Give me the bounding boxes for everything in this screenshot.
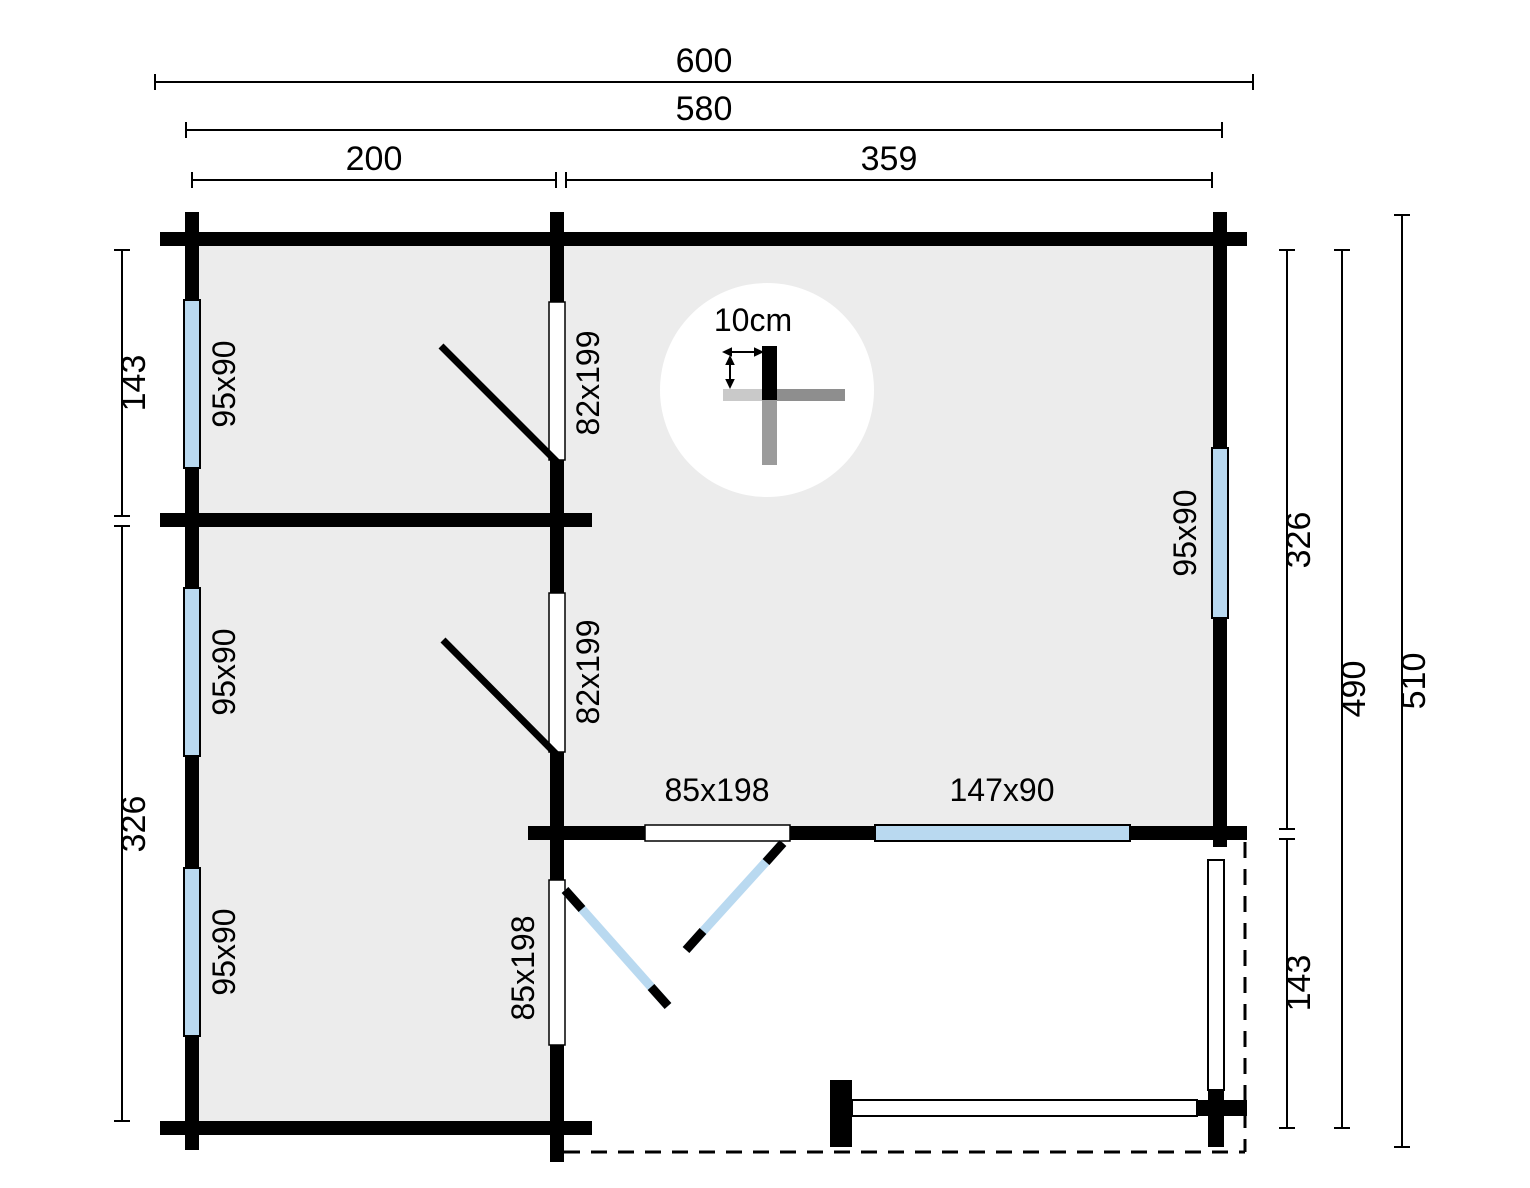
window-front xyxy=(874,824,1131,842)
door-leaf-interior-middle xyxy=(440,637,560,758)
opening-labels: 95x90 95x90 95x90 95x90 82x199 82x199 85… xyxy=(206,331,1203,1021)
floor-left-rooms xyxy=(199,246,550,1121)
dim-label-body-width: 580 xyxy=(676,90,733,128)
dim-label-left-bottom-height: 326 xyxy=(115,796,153,853)
dim-line-overall-width xyxy=(154,74,1254,90)
window-left-top xyxy=(183,299,201,469)
label-window-left-top: 95x90 xyxy=(206,340,242,427)
dim-line-right-main-height xyxy=(1279,249,1295,830)
dim-label-overall-width: 600 xyxy=(676,42,733,80)
dim-label-right-main-height: 326 xyxy=(1280,512,1318,569)
dim-line-overall-height xyxy=(1394,214,1410,1148)
detail-arrow-vertical-head-top xyxy=(725,355,735,365)
door-opening-interior-middle xyxy=(548,592,566,753)
door-opening-terrace-side xyxy=(548,879,566,1046)
door-leaf-terrace-side xyxy=(561,887,672,1009)
label-window-left-middle: 95x90 xyxy=(206,628,242,715)
detail-wall-horizontal-right xyxy=(777,389,845,401)
wall-interior-left-rooms xyxy=(160,513,592,527)
label-window-left-bottom: 95x90 xyxy=(206,908,242,995)
label-door-interior-top: 82x199 xyxy=(570,331,606,436)
dim-label-room-main-width: 359 xyxy=(861,140,918,178)
window-right xyxy=(1211,447,1229,619)
dim-line-body-height xyxy=(1334,249,1350,1129)
door-leaf-interior-top xyxy=(438,343,560,465)
label-door-terrace-side: 85x198 xyxy=(505,916,541,1021)
label-window-right: 95x90 xyxy=(1167,489,1203,576)
dim-label-right-terrace-height: 143 xyxy=(1280,955,1318,1012)
label-door-interior-middle: 82x199 xyxy=(570,620,606,725)
label-window-front: 147x90 xyxy=(950,772,1055,808)
dim-line-body-width xyxy=(185,122,1223,138)
dim-line-room-main-width xyxy=(565,172,1213,188)
terrace-corner-piece xyxy=(1197,1100,1247,1116)
wall-detail-callout: 10cm xyxy=(660,283,874,497)
dim-label-room-left-width: 200 xyxy=(346,140,403,178)
window-left-middle xyxy=(183,587,201,757)
detail-arrow-vertical-head-bottom xyxy=(725,379,735,389)
detail-wall-horizontal-left xyxy=(723,389,762,401)
dimension-lines: 600 580 200 359 143 326 326 143 490 510 xyxy=(114,42,1433,1148)
dim-label-overall-height: 510 xyxy=(1395,653,1433,710)
dim-label-body-height: 490 xyxy=(1335,661,1373,718)
dim-line-left-top-height xyxy=(114,249,130,517)
door-leaf-terrace-side-cap-top xyxy=(561,886,586,913)
detail-thickness-label: 10cm xyxy=(714,302,792,338)
door-leaf-terrace-front-cap-bottom xyxy=(682,927,707,954)
windows xyxy=(183,299,1229,1037)
detail-wall-vertical-bottom xyxy=(762,400,777,465)
terrace-post-middle xyxy=(830,1080,852,1147)
doors xyxy=(438,301,791,1046)
detail-wall-vertical-top xyxy=(762,346,777,400)
door-leaf-terrace-side-cap-bottom xyxy=(647,983,672,1010)
dim-line-right-terrace-height xyxy=(1279,838,1295,1129)
door-opening-interior-top xyxy=(548,301,566,461)
floor-main-room xyxy=(564,246,1213,826)
dim-label-left-top-height: 143 xyxy=(115,355,153,412)
window-left-bottom xyxy=(183,867,201,1037)
door-opening-terrace-front xyxy=(644,824,791,842)
dim-line-left-bottom-height xyxy=(114,525,130,1122)
terrace-glazing-bottom xyxy=(851,1099,1198,1117)
terrace-glazing-right xyxy=(1207,859,1225,1091)
terrace xyxy=(564,842,1247,1154)
door-leaf-terrace-front-cap-top xyxy=(762,839,787,866)
wall-top xyxy=(160,232,1247,246)
detail-arrow-horizontal-head-right xyxy=(754,347,764,357)
terrace-post-right xyxy=(1208,1090,1224,1147)
detail-arrow-horizontal-head-left xyxy=(722,347,732,357)
dim-line-room-left-width xyxy=(191,172,557,188)
wall-bottom-left xyxy=(160,1121,592,1135)
label-door-terrace-front: 85x198 xyxy=(665,772,770,808)
